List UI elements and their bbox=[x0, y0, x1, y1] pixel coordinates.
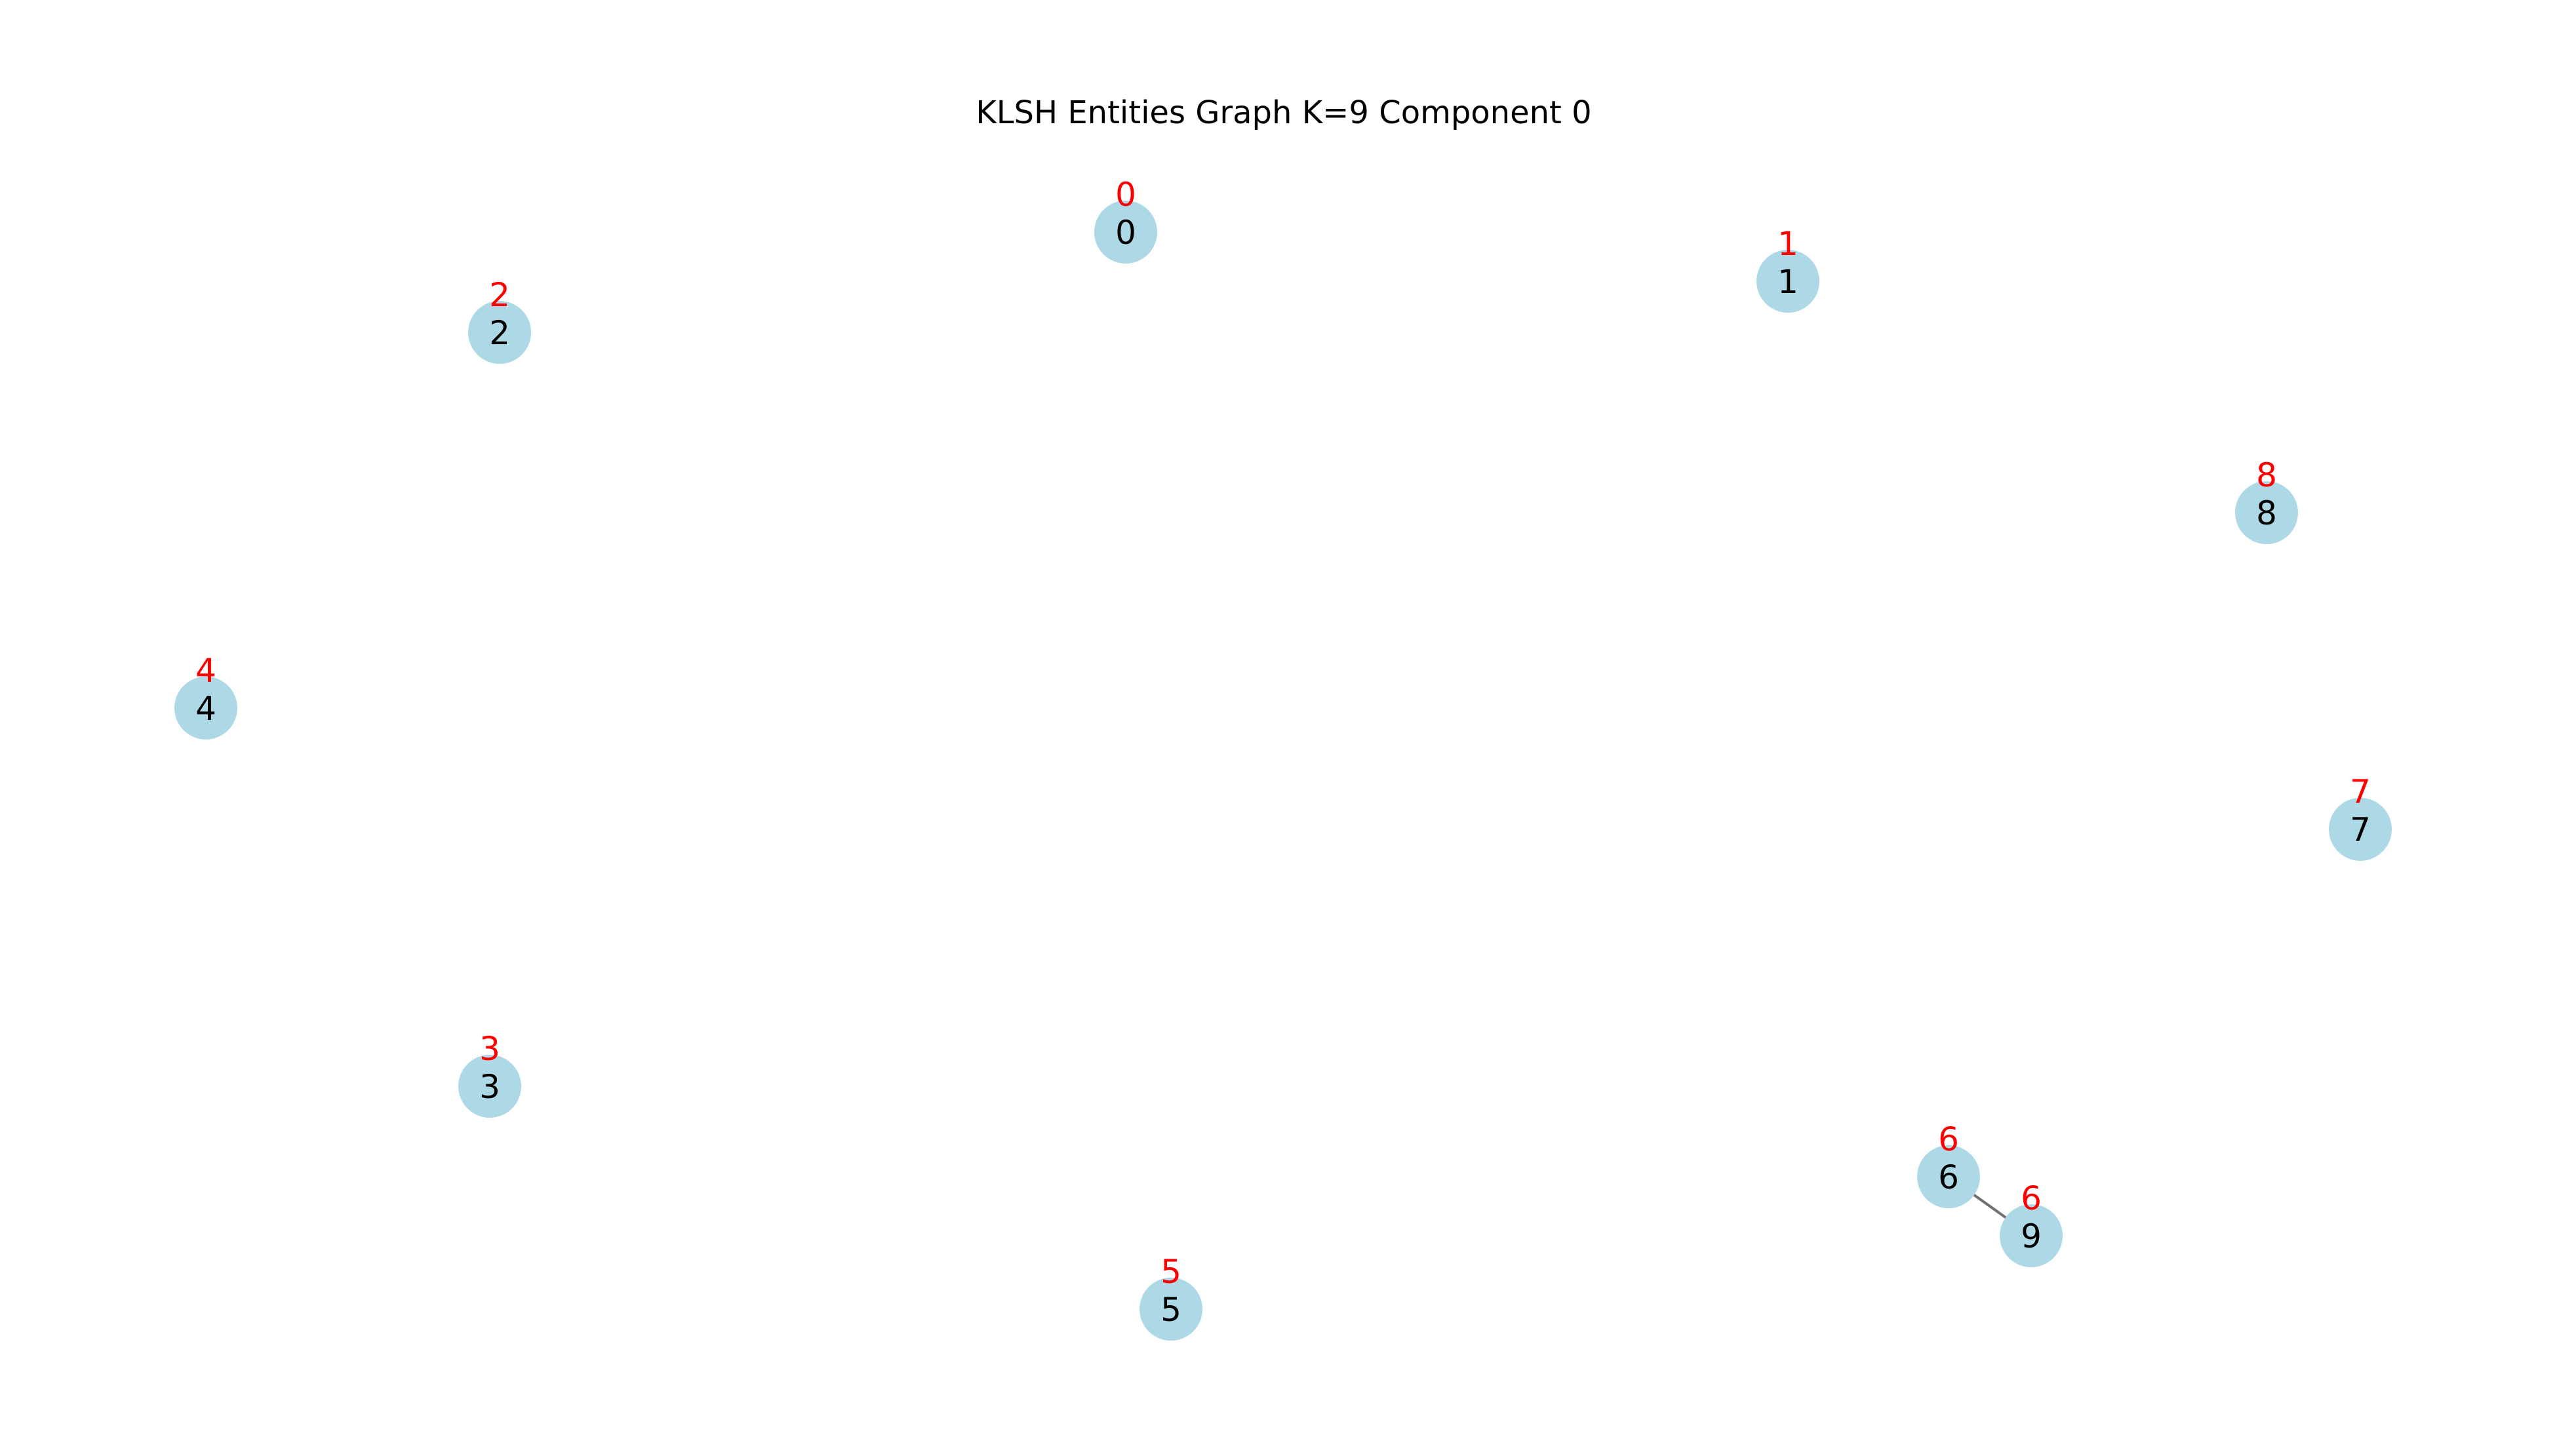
node-circle bbox=[1094, 201, 1157, 264]
node-label: 3 bbox=[479, 1068, 500, 1106]
node-label: 4 bbox=[195, 690, 216, 728]
node-circle bbox=[2235, 481, 2298, 544]
node-4: 44 bbox=[174, 652, 237, 739]
node-6: 66 bbox=[1917, 1120, 1980, 1208]
node-tag: 5 bbox=[1160, 1253, 1181, 1291]
node-label: 2 bbox=[489, 314, 510, 352]
node-3: 33 bbox=[458, 1030, 521, 1118]
node-2: 22 bbox=[468, 276, 531, 364]
node-label: 8 bbox=[2256, 494, 2277, 532]
node-circle bbox=[2329, 798, 2392, 861]
node-5: 55 bbox=[1140, 1253, 1202, 1341]
graph-title: KLSH Entities Graph K=9 Component 0 bbox=[976, 94, 1591, 131]
node-tag: 6 bbox=[2021, 1179, 2042, 1217]
node-label: 1 bbox=[1777, 263, 1798, 301]
node-tag: 4 bbox=[195, 652, 216, 690]
node-circle bbox=[1917, 1145, 1980, 1208]
node-circle bbox=[174, 677, 237, 739]
node-circle bbox=[468, 301, 531, 364]
node-tag: 3 bbox=[479, 1030, 500, 1068]
node-circle bbox=[2000, 1204, 2063, 1267]
node-0: 00 bbox=[1094, 176, 1157, 264]
node-7: 77 bbox=[2329, 773, 2392, 861]
node-label: 5 bbox=[1160, 1291, 1181, 1329]
node-tag: 0 bbox=[1115, 176, 1136, 214]
node-tag: 8 bbox=[2256, 456, 2277, 494]
node-label: 0 bbox=[1115, 214, 1136, 252]
node-tag: 6 bbox=[1938, 1120, 1959, 1158]
node-label: 7 bbox=[2350, 811, 2371, 849]
node-1: 11 bbox=[1756, 225, 1819, 313]
node-circle bbox=[1140, 1278, 1202, 1341]
node-8: 88 bbox=[2235, 456, 2298, 544]
node-circle bbox=[1756, 250, 1819, 313]
node-tag: 1 bbox=[1777, 225, 1798, 263]
node-circle bbox=[458, 1055, 521, 1118]
node-tag: 2 bbox=[489, 276, 510, 314]
node-tag: 7 bbox=[2350, 773, 2371, 811]
node-9: 96 bbox=[2000, 1179, 2063, 1267]
node-label: 9 bbox=[2021, 1217, 2042, 1255]
node-label: 6 bbox=[1938, 1158, 1959, 1196]
